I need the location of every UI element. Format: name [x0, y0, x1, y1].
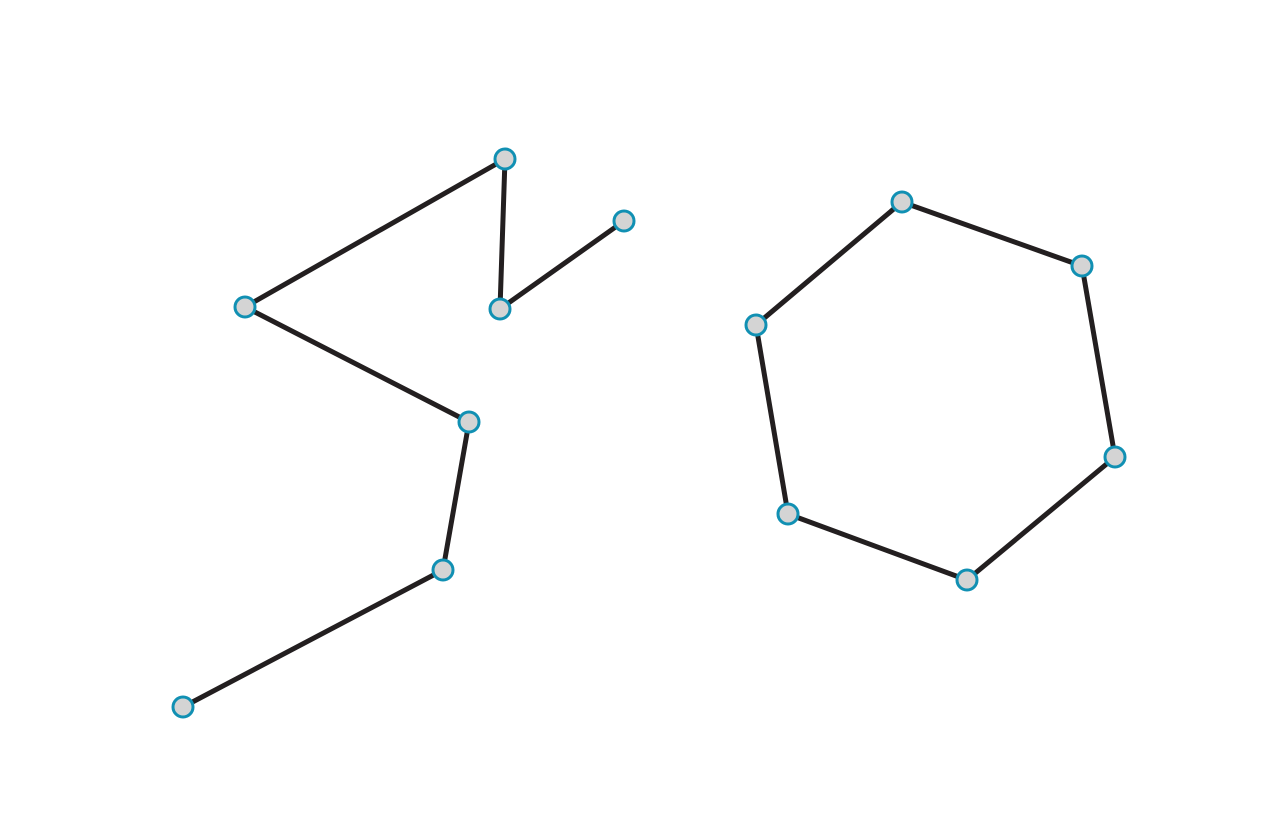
open-path-node-4[interactable]	[233, 295, 257, 319]
hexagon-node-6[interactable]	[744, 313, 768, 337]
open-path-node-5[interactable]	[493, 147, 517, 171]
hexagon-edge-1	[899, 199, 1085, 269]
open-path-edge-2	[440, 419, 472, 573]
hexagon-node-4[interactable]	[955, 568, 979, 592]
open-path-edge-4	[242, 156, 508, 310]
open-path-node-7[interactable]	[612, 209, 636, 233]
hexagon-edge-3	[964, 454, 1118, 583]
open-path-node-6[interactable]	[488, 297, 512, 321]
open-path-edge-6	[497, 218, 627, 312]
open-path-node-3[interactable]	[457, 410, 481, 434]
hexagon-node-5[interactable]	[776, 502, 800, 526]
hexagon-edge-6	[753, 199, 905, 328]
hexagon-group	[744, 190, 1127, 592]
hexagon-edge-4	[785, 511, 970, 583]
open-path-node-1[interactable]	[171, 695, 195, 719]
open-path-edge-5	[497, 156, 508, 312]
open-path-group	[171, 147, 636, 719]
hexagon-edge-2	[1079, 263, 1118, 460]
hexagon-node-2[interactable]	[1070, 254, 1094, 278]
open-path-edge-3	[242, 304, 472, 425]
hexagon-edge-5	[753, 322, 791, 517]
open-path-edge-1	[180, 567, 446, 710]
hexagon-node-1[interactable]	[890, 190, 914, 214]
open-path-node-2[interactable]	[431, 558, 455, 582]
hexagon-node-3[interactable]	[1103, 445, 1127, 469]
